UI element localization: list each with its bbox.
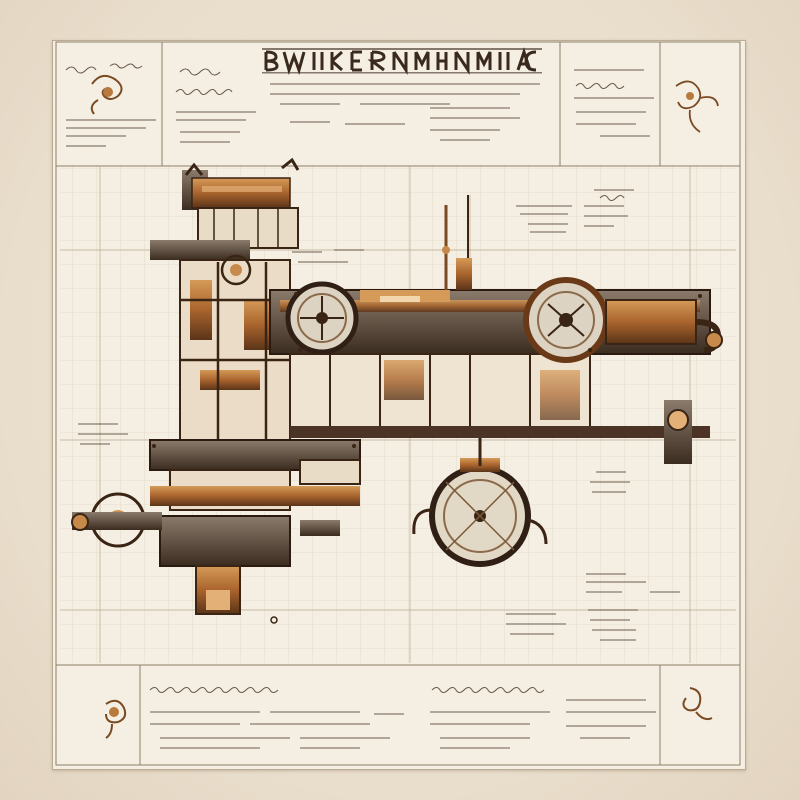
annotation-script-marks [65,63,680,749]
engraved-title-lettering [262,47,542,75]
panel-frames [55,41,741,766]
steampunk-machine [71,157,723,624]
ornament-flourish-icon [90,74,719,739]
